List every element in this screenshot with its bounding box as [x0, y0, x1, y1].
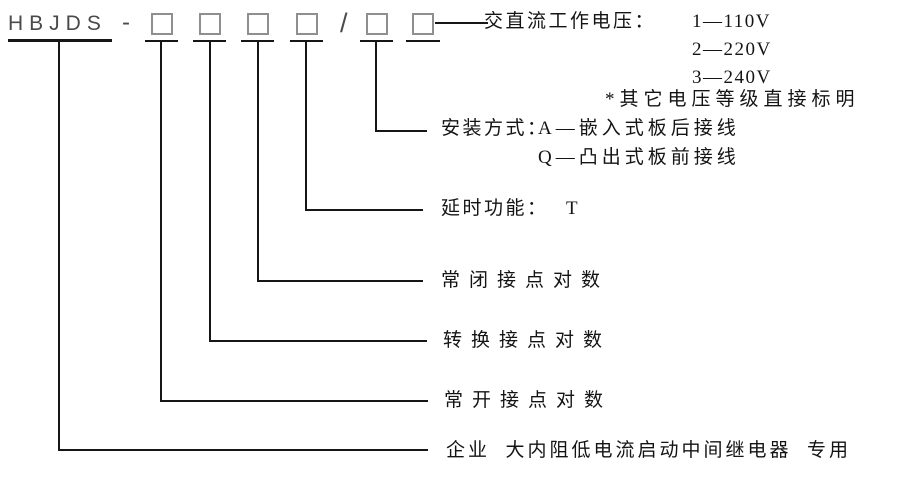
voltage-label: 交直流工作电压：: [484, 11, 657, 32]
lead-line-mounting-h: [375, 130, 427, 132]
lead-line-no-contacts-h: [160, 400, 428, 402]
nc-contacts-label: 常闭接点对数: [441, 270, 610, 291]
underline-prefix: [8, 39, 112, 42]
mounting-option-a: A—嵌入式板后接线: [538, 118, 740, 139]
model-digit-box-6: [412, 13, 434, 35]
voltage-option-3: 3—240V: [692, 67, 772, 88]
model-digit-box-2: [199, 13, 221, 35]
lead-line-nc-contacts-h: [257, 280, 423, 282]
changeover-contacts-label: 转换接点对数: [443, 330, 612, 351]
model-prefix-text: HBJDS: [8, 12, 107, 35]
lead-line-voltage-h: [435, 22, 488, 24]
model-digit-box-5: [366, 13, 388, 35]
voltage-option-1: 1—110V: [692, 11, 772, 32]
model-separator-dash: -: [122, 9, 130, 36]
lead-line-delay-h: [305, 209, 423, 211]
lead-line-enterprise-h: [58, 449, 428, 451]
voltage-option-2: 2—220V: [692, 39, 772, 60]
mounting-option-q: Q—凸出式板前接线: [538, 147, 740, 168]
delay-value: T: [566, 198, 581, 219]
model-digit-box-1: [151, 13, 173, 35]
lead-line-changeover-contacts-v: [209, 41, 211, 342]
lead-line-enterprise-v: [58, 41, 60, 451]
underline-box-6: [406, 40, 440, 42]
lead-line-mounting-v: [375, 41, 377, 132]
model-digit-box-4: [296, 13, 318, 35]
voltage-note: *其它电压等级直接标明: [605, 89, 860, 110]
lead-line-nc-contacts-v: [257, 41, 259, 282]
lead-line-no-contacts-v: [160, 41, 162, 402]
model-digit-box-3: [247, 13, 269, 35]
model-slash: /: [340, 8, 348, 38]
delay-label: 延时功能：: [441, 198, 549, 219]
lead-line-delay-v: [305, 41, 307, 211]
lead-line-changeover-contacts-h: [209, 340, 427, 342]
enterprise-label: 企业 大内阻低电流启动中间继电器 专用: [446, 440, 852, 461]
no-contacts-label: 常开接点对数: [444, 390, 613, 411]
mounting-label: 安装方式：: [441, 118, 549, 139]
